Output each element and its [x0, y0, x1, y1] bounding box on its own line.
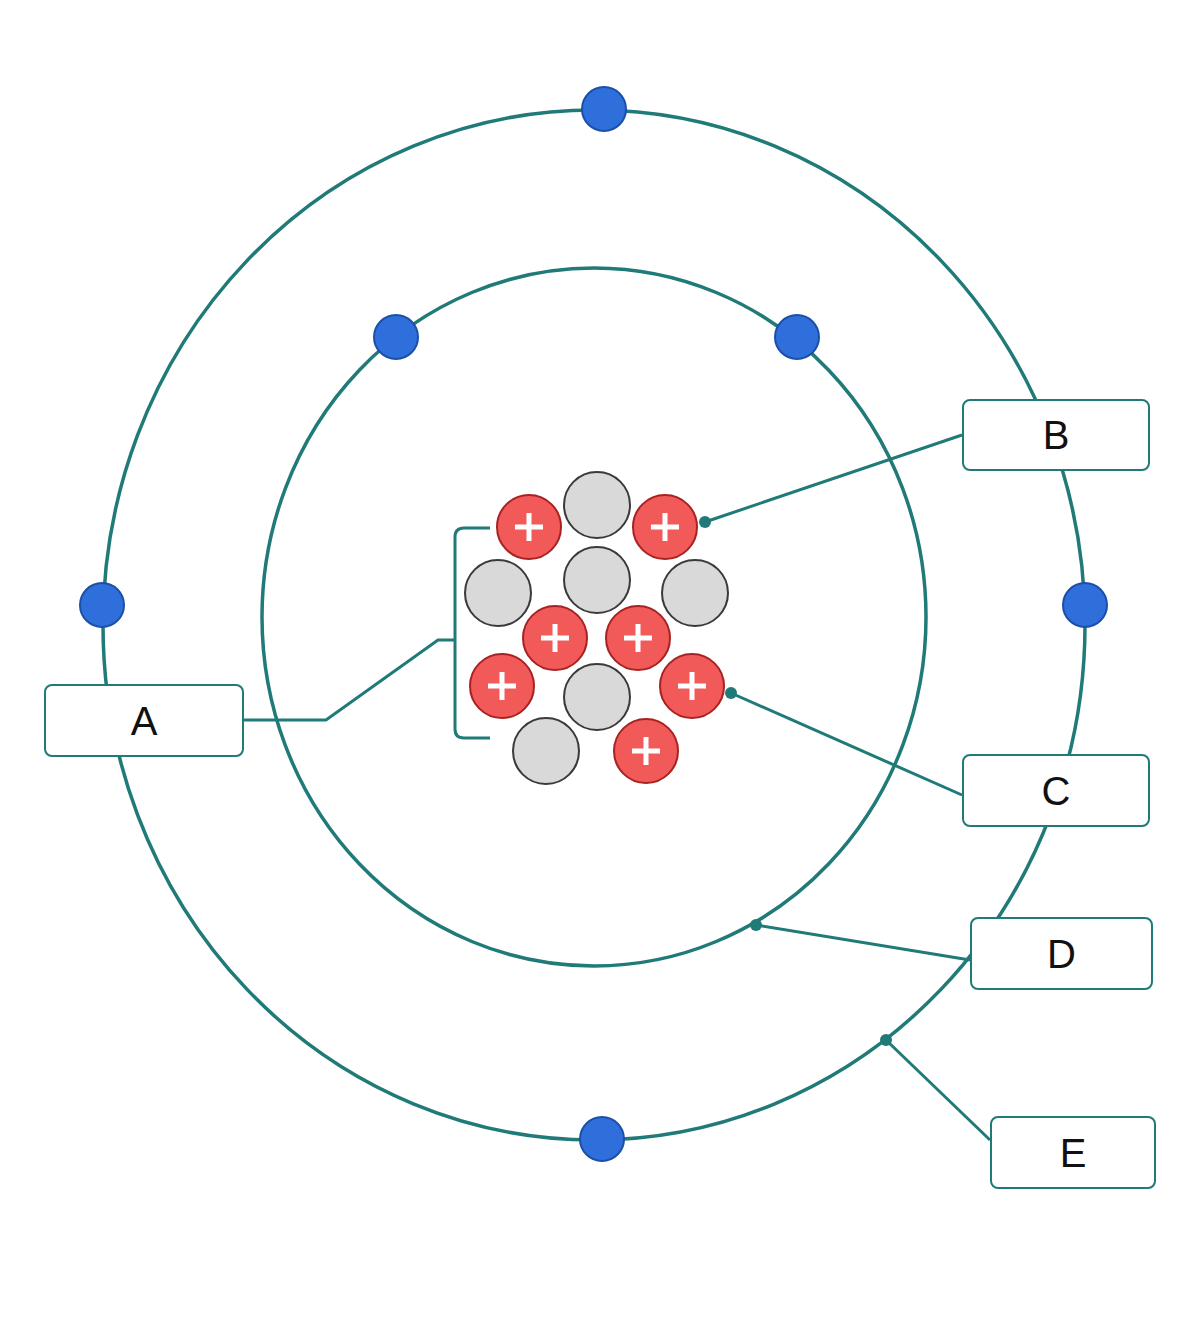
label-letter: A: [131, 701, 158, 741]
proton: [523, 606, 587, 670]
leader-line: [886, 1040, 990, 1140]
label-box: C: [962, 754, 1150, 827]
label-box: B: [962, 399, 1150, 471]
neutron: [564, 472, 630, 538]
plus-sign: [488, 672, 516, 700]
nucleus-bracket: [455, 528, 490, 738]
electron: [775, 315, 819, 359]
neutron: [564, 664, 630, 730]
electron: [374, 315, 418, 359]
electron: [80, 583, 124, 627]
neutron: [564, 547, 630, 613]
plus-sign: [541, 624, 569, 652]
label-letter: B: [1043, 415, 1070, 455]
leader-dot: [699, 516, 711, 528]
label-letter: D: [1047, 934, 1076, 974]
label-box: E: [990, 1116, 1156, 1189]
label-box: D: [970, 917, 1153, 990]
leader-line: [244, 640, 455, 720]
label-letter: E: [1060, 1133, 1087, 1173]
leader-dot: [880, 1034, 892, 1046]
neutron: [513, 718, 579, 784]
proton: [497, 495, 561, 559]
leader-line: [756, 925, 970, 960]
electron: [582, 87, 626, 131]
proton: [614, 719, 678, 783]
electron: [580, 1117, 624, 1161]
outer-shell: [103, 110, 1085, 1140]
plus-sign: [624, 624, 652, 652]
leader-line: [705, 435, 962, 522]
proton: [606, 606, 670, 670]
neutron: [662, 560, 728, 626]
electron: [1063, 583, 1107, 627]
proton-group: [470, 495, 724, 783]
proton: [470, 654, 534, 718]
inner-shell: [262, 268, 926, 966]
leader-line: [731, 693, 962, 795]
proton: [660, 654, 724, 718]
leader-dot: [750, 919, 762, 931]
plus-sign: [515, 513, 543, 541]
label-box: A: [44, 684, 244, 757]
leader-dot: [725, 687, 737, 699]
label-letter: C: [1042, 771, 1071, 811]
plus-sign: [632, 737, 660, 765]
proton: [633, 495, 697, 559]
neutron: [465, 560, 531, 626]
plus-sign: [651, 513, 679, 541]
plus-sign: [678, 672, 706, 700]
